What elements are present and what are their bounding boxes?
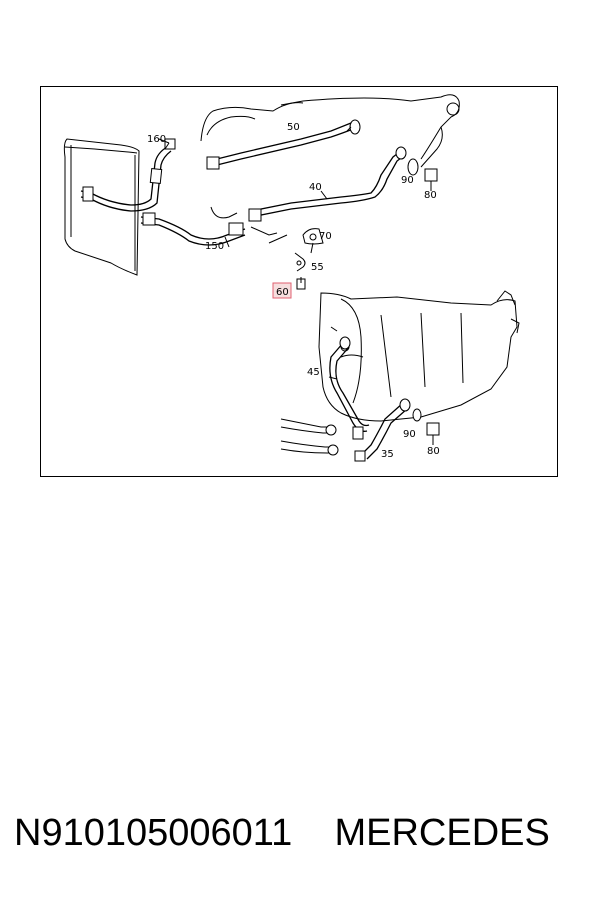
callout-55[interactable]: 55 [311,262,324,273]
part-caption: N910105006011 MERCEDES [14,808,594,858]
callout-70[interactable]: 70 [319,231,332,242]
highlighted-callout-box [272,282,292,299]
transmission-cooler-lines-diagram: 160 150 50 40 90 80 70 55 60 45 90 80 35 [63,94,520,462]
part-number: N910105006011 [14,812,293,854]
cooler-line-45 [329,336,370,432]
oil-cooler-radiator [63,138,140,276]
callout-160[interactable]: 160 [147,134,166,145]
engine-block-outline [200,94,460,244]
line-clamp-70 [302,228,324,245]
callout-60[interactable]: 60 [276,287,289,298]
cooler-line-50 [206,119,361,170]
callout-35[interactable]: 35 [381,449,394,460]
callout-80-lower[interactable]: 80 [427,446,440,457]
cooler-line-40 [248,146,407,222]
cooler-hose-150 [140,212,246,248]
callout-90-lower[interactable]: 90 [403,429,416,440]
callout-90-upper[interactable]: 90 [401,175,414,186]
cooler-line-35 [352,398,411,462]
lower-banjo-bolt-assembly [412,408,440,445]
brand-name: MERCEDES [334,812,550,854]
transmission-housing [318,290,520,422]
cooler-hose-160 [80,138,176,212]
mounting-bracket-55 [294,252,306,272]
callout-40[interactable]: 40 [309,182,322,193]
callout-45[interactable]: 45 [307,367,320,378]
upper-banjo-bolt-assembly [407,158,438,191]
parts-diagram-frame: 160 150 50 40 90 80 70 55 60 45 90 80 35 [40,86,558,477]
callout-80-upper[interactable]: 80 [424,190,437,201]
bolt-60 [296,277,306,290]
callout-leader-lines [164,126,352,254]
callout-50[interactable]: 50 [287,122,300,133]
lower-hose-ends [280,418,339,456]
callout-150[interactable]: 150 [205,241,224,252]
